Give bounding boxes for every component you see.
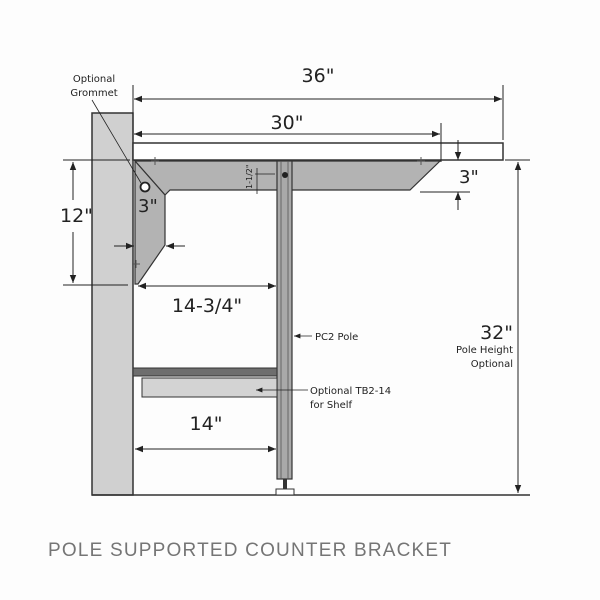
screw-marks [132, 157, 425, 268]
shelf-bracket [141, 377, 278, 398]
dimension-1-5-label: 1-1/2" [245, 164, 254, 189]
pole-height-label-2: Optional [471, 359, 513, 370]
shelf [132, 367, 278, 377]
dimension-36-label: 36" [302, 65, 335, 87]
dimension-3-bracket-label: 3" [138, 196, 158, 217]
grommet-label-1: Optional [73, 74, 115, 85]
dimension-14-label: 14" [190, 413, 223, 435]
pc2-pole-label: PC2 Pole [315, 332, 358, 343]
dimension-3-top-label: 3" [459, 167, 479, 188]
dimension-12-label: 12" [60, 205, 93, 227]
pole-height-label-1: Pole Height [456, 345, 513, 356]
pole-bolt [282, 172, 288, 178]
shelf-label-2: for Shelf [310, 400, 353, 411]
dimension-30-label: 30" [271, 112, 304, 134]
countertop [132, 142, 504, 161]
wall [91, 112, 134, 496]
dimension-32-label: 32" [480, 322, 513, 344]
pc2-pole [276, 160, 293, 480]
diagram-caption: POLE SUPPORTED COUNTER BRACKET [48, 540, 453, 561]
shelf-label-1: Optional TB2-14 [310, 386, 391, 397]
pole-foot [275, 488, 295, 496]
grommet-label-2: Grommet [70, 88, 117, 99]
grommet-icon [139, 181, 151, 193]
pole-foot-stem [283, 479, 287, 489]
dimension-14-75-label: 14-3/4" [172, 295, 242, 317]
